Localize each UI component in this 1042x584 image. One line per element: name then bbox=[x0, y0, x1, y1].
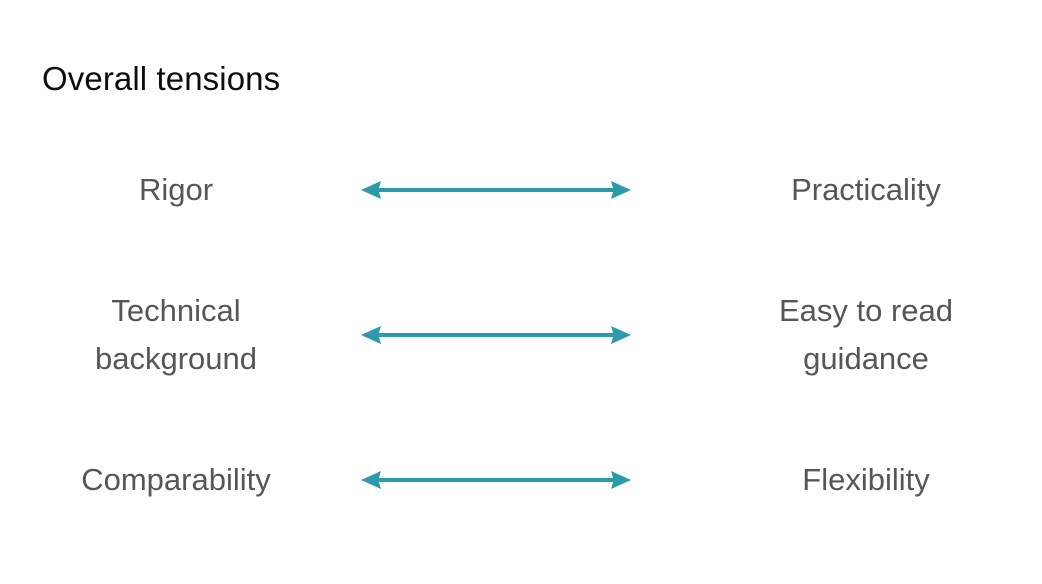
double-headed-arrow-icon bbox=[361, 467, 631, 493]
tension-right-line: Flexibility bbox=[802, 462, 930, 497]
double-headed-arrow-icon bbox=[361, 177, 631, 203]
tension-left-line: Rigor bbox=[138, 172, 214, 207]
tension-right-line: Easy to read bbox=[778, 293, 954, 328]
tension-list: Rigor Practicality Technical background bbox=[0, 140, 1042, 530]
tension-right-label: Practicality bbox=[682, 166, 1042, 214]
tension-left-line: Comparability bbox=[81, 462, 271, 497]
tension-left-label: Comparability bbox=[0, 456, 360, 504]
double-headed-arrow-icon bbox=[361, 322, 631, 348]
tension-left-label: Rigor bbox=[0, 166, 360, 214]
tension-row: Rigor Practicality bbox=[0, 140, 1042, 240]
tension-left-line: background bbox=[94, 341, 257, 376]
page-title: Overall tensions bbox=[42, 60, 281, 97]
tension-right-line: guidance bbox=[803, 341, 929, 376]
tension-row: Technical background Easy to read guidan… bbox=[0, 240, 1042, 430]
tension-right-label: Easy to read guidance bbox=[682, 287, 1042, 383]
tension-left-line: Technical bbox=[111, 293, 241, 328]
tension-row: Comparability Flexibility bbox=[0, 430, 1042, 530]
tension-left-label: Technical background bbox=[0, 287, 360, 383]
tension-right-line: Practicality bbox=[791, 172, 941, 207]
tension-right-label: Flexibility bbox=[682, 456, 1042, 504]
